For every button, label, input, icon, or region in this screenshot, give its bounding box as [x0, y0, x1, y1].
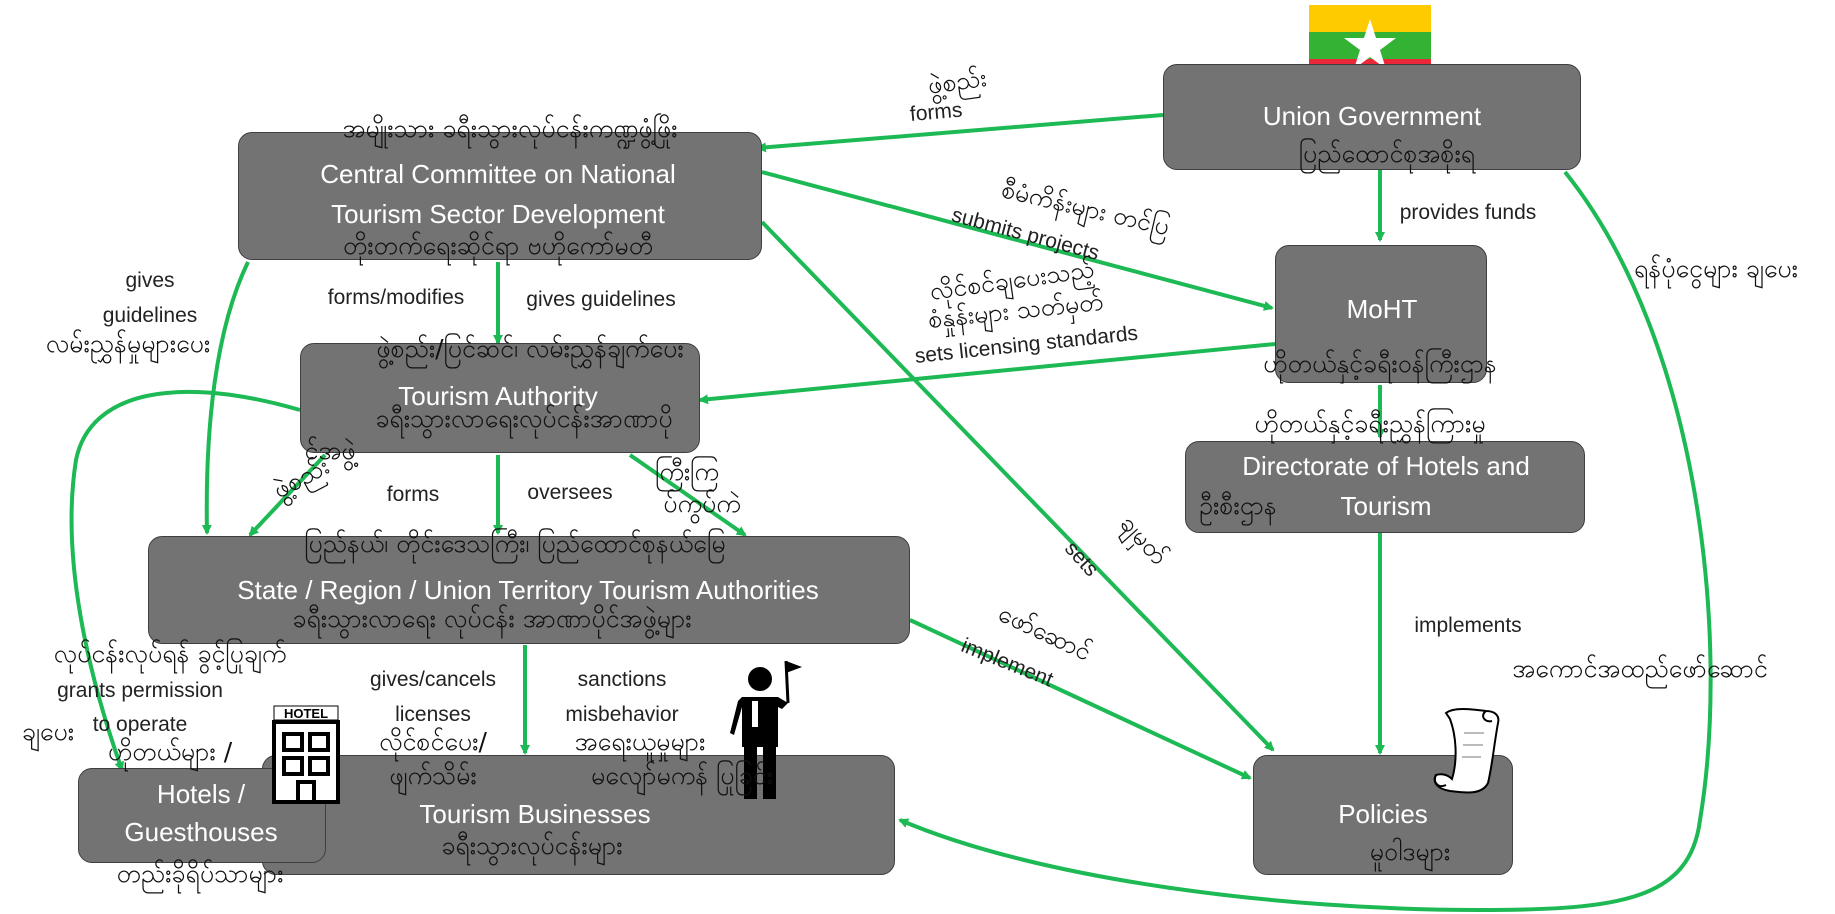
directorate-en-line1: Directorate of Hotels and	[1242, 451, 1530, 481]
policies-my: မူဝါဒများ	[1369, 837, 1451, 866]
tour-guide-icon	[728, 655, 812, 803]
moht-my: ဟိုတယ်နှင့်ခရီးဝန်ကြီးဌာန	[1263, 349, 1497, 378]
arrow-authority-to-state-forms	[248, 453, 327, 537]
arrow-authority-to-state-supervise	[628, 453, 747, 537]
label-licenses-en-line2: licenses	[395, 703, 471, 726]
arrow-state-to-policies	[909, 618, 1252, 780]
moht-box	[1275, 245, 1487, 383]
tourism-businesses-my: ခရီးသွားလုပ်ငန်းများ	[441, 831, 623, 860]
arrow-union-to-businesses	[898, 170, 1713, 913]
label-sanctions-my-line2: မလျော်မကန် ပြုခြင်း	[590, 761, 774, 790]
tourism-authority-box	[300, 343, 700, 453]
arrow-moht-to-authority	[698, 342, 1276, 405]
scroll-icon	[1428, 705, 1508, 797]
arrow-central-to-state	[201, 261, 250, 535]
label-grants-en-line2: to operate	[92, 713, 188, 736]
label-licenses-my-line2: ဖျက်သိမ်း	[389, 761, 477, 790]
tourism-authority-en: Tourism Authority	[398, 381, 598, 411]
hotels-en-line2: Guesthouses	[124, 817, 278, 847]
state-authorities-en: State / Region / Union Territory Tourism…	[237, 575, 819, 605]
label-forms-top-en: forms	[908, 98, 964, 126]
union-government-my: ပြည်ထောင်စုအစိုးရ	[1298, 139, 1476, 168]
state-authorities-my-sub: ခရီးသွားလာရေး လုပ်ငန်း အာဏာပိုင်အဖွဲ့မျာ…	[292, 604, 692, 633]
label-oversees-my-line1: ကြီးကြ	[655, 457, 719, 486]
label-guidelines-left-en-line2: guidelines	[102, 304, 198, 327]
tourism-authority-my-line1: ခရီးသွားလာရေးလုပ်ငန်းအာဏာပို	[375, 404, 673, 433]
label-provides-funds: provides funds	[1399, 201, 1537, 224]
directorate-my-top: ဟိုတယ်နှင့်ခရီးညွှန်ကြားမှု	[1254, 409, 1486, 438]
central-committee-my-title: အမျိုးသား ခရီးသွားလုပ်ငန်းကဏ္ဍဖွံ့ဖြိုး	[342, 114, 678, 143]
label-licenses-my-line1: လိုင်စင်ပေး/	[379, 727, 487, 756]
directorate-my-sub: ဦးစီးဌာန	[1199, 491, 1277, 520]
label-grants-my-side: ချပေး	[21, 717, 75, 746]
hotels-en-line1: Hotels /	[156, 779, 246, 809]
label-gives-guidelines-mid: gives guidelines	[526, 288, 676, 311]
arrow-union-to-central	[756, 113, 1164, 153]
central-committee-box	[238, 132, 762, 260]
tourism-businesses-en: Tourism Businesses	[419, 799, 651, 829]
hotel-icon: HOTEL	[268, 700, 344, 805]
hotels-my-sub: တည်းခိုရိပ်သာများ	[116, 859, 284, 888]
tourism-authority-my-line2: င်အဖွဲ့	[304, 436, 356, 465]
label-forms-mid-en: forms	[386, 483, 440, 506]
label-licenses-en-line1: gives/cancels	[369, 668, 497, 691]
hotels-my-top: ဟိုတယ်များ /	[107, 737, 233, 766]
label-allocates-my: ရန်ပုံငွေများ ချပေး	[1633, 254, 1799, 283]
central-committee-my-sub: တိုးတက်ရေးဆိုင်ရာ ဗဟိုကော်မတီ	[342, 231, 654, 260]
directorate-en-line2: Tourism	[1340, 491, 1432, 521]
label-forms-modifies: forms/modifies	[327, 286, 465, 309]
label-sanctions-en-line1: sanctions	[577, 668, 667, 691]
arrow-central-to-policies	[760, 220, 1275, 752]
state-authorities-box	[148, 536, 910, 644]
label-implements-en: implements	[1414, 614, 1522, 637]
union-government-box	[1163, 64, 1581, 170]
tourism-businesses-box	[262, 755, 895, 875]
label-sanctions-en-line2: misbehavior	[565, 703, 679, 726]
label-sanctions-my-line1: အရေးယူမှုများ	[574, 727, 706, 756]
label-grants-my-top: လုပ်ငန်းလုပ်ရန် ခွင့်ပြုချက်	[53, 639, 287, 668]
policies-en: Policies	[1338, 799, 1428, 829]
central-committee-en-line1: Central Committee on National	[320, 159, 676, 189]
directorate-box	[1185, 441, 1585, 533]
label-oversees-my-line2: ပ်ကွပ်ကဲ	[663, 489, 741, 518]
label-guidelines-left-en-line1: gives	[125, 269, 175, 292]
label-guidelines-left-my: လမ်းညွှန်မှုများပေး	[45, 329, 211, 358]
hotel-sign-text: HOTEL	[284, 706, 328, 721]
arrow-central-to-moht	[761, 170, 1274, 311]
central-committee-en-line2: Tourism Sector Development	[331, 199, 665, 229]
tourism-authority-my-top: ဖွဲ့စည်း/ပြင်ဆင်၊ လမ်းညွှန်ချက်ပေး	[376, 334, 684, 363]
union-government-en: Union Government	[1262, 101, 1482, 131]
state-authorities-my-top: ပြည်နယ်၊ တိုင်းဒေသကြီး၊ ပြည်ထောင်စုနယ်မြ…	[304, 529, 726, 558]
label-implements-my: အကောင်အထည်ဖော်ဆောင်	[1512, 654, 1768, 683]
arrow-authority-to-hotels	[69, 389, 301, 772]
moht-en: MoHT	[1346, 294, 1418, 324]
label-oversees-en: oversees	[527, 481, 613, 504]
label-grants-en-line1: grants permission	[57, 679, 223, 702]
